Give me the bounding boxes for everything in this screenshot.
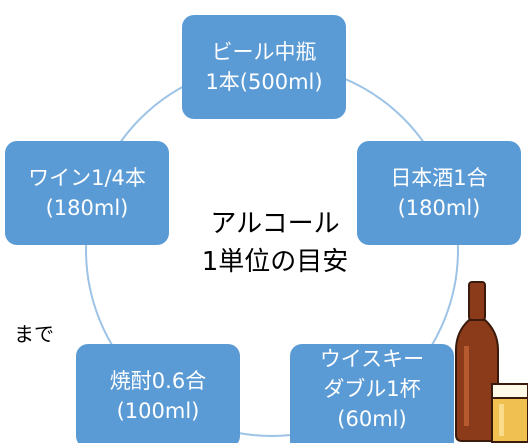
node-wine-line2: (180ml): [45, 196, 129, 220]
center-label-line2: 1単位の目安: [201, 247, 349, 277]
node-wine: ワイン1/4本 (180ml): [5, 141, 169, 245]
node-whisky-line1: ウイスキー: [319, 347, 425, 371]
node-whisky-line2: ダブル1杯: [323, 377, 421, 401]
beer-glass-icon: [491, 383, 528, 443]
center-label-line1: アルコール: [210, 209, 340, 239]
node-whisky: ウイスキー ダブル1杯 (60ml): [290, 344, 454, 443]
node-beer-line1: ビール中瓶: [211, 40, 317, 64]
node-whisky-line3: (60ml): [337, 407, 407, 431]
left-cut-text: まで: [14, 322, 54, 346]
center-label: アルコール 1単位の目安: [185, 205, 365, 281]
node-beer-line2: 1本(500ml): [205, 70, 323, 94]
node-shochu-line2: (100ml): [116, 399, 200, 423]
node-sake-line2: (180ml): [397, 196, 481, 220]
beer-bottle-icon: [455, 281, 499, 442]
node-wine-line1: ワイン1/4本: [28, 166, 146, 190]
node-shochu-line1: 焼酎0.6合: [109, 369, 207, 393]
beer-illustration: [455, 281, 528, 443]
node-sake: 日本酒1合 (180ml): [357, 141, 521, 245]
node-shochu: 焼酎0.6合 (100ml): [76, 344, 240, 443]
node-beer: ビール中瓶 1本(500ml): [182, 15, 346, 119]
node-sake-line1: 日本酒1合: [390, 166, 488, 190]
